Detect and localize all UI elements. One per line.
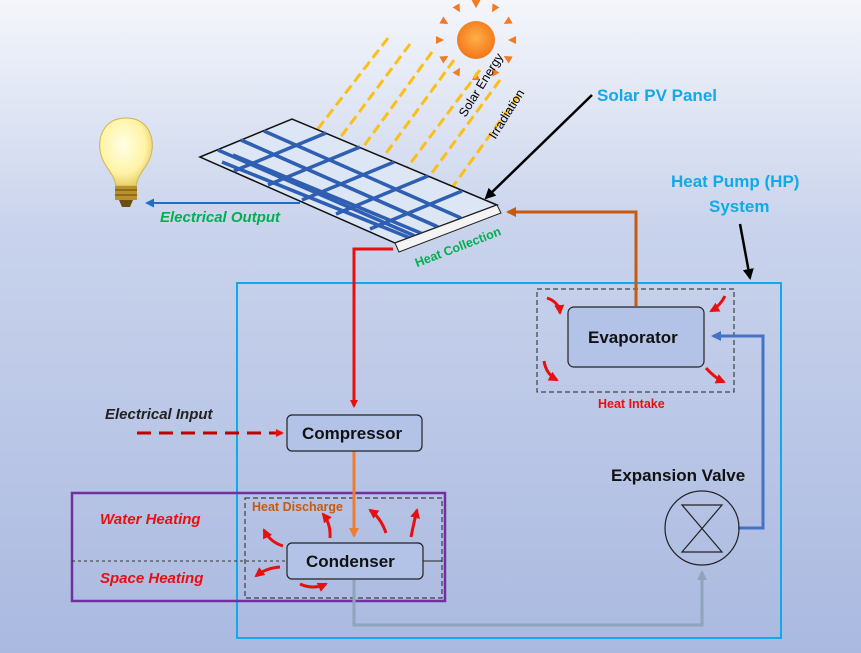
water-heating-label: Water Heating <box>100 511 201 528</box>
electrical-output-label: Electrical Output <box>160 209 281 226</box>
hp-label-pointer <box>738 223 754 280</box>
heat-discharge-label: Heat Discharge <box>252 500 344 514</box>
heat-pump-system-box <box>236 282 782 639</box>
pipe-collection-to-compressor <box>350 247 393 408</box>
heat-intake-arrows <box>542 295 727 384</box>
heat-intake-label: Heat Intake <box>598 397 665 411</box>
solar-pv-panel-label: Solar PV Panel <box>597 86 717 105</box>
heat-pump-label-line2: System <box>709 197 770 216</box>
heating-output-box <box>70 491 447 603</box>
pipe-condenser-to-valve <box>352 570 707 627</box>
expansion-valve-label: Expansion Valve <box>611 466 746 485</box>
pipe-evaporator-to-collection <box>506 207 638 306</box>
heat-discharge-region <box>244 497 443 599</box>
heat-pump-label-line1: Heat Pump (HP) <box>671 172 800 191</box>
expansion-valve-icon <box>664 490 740 566</box>
condenser-label: Condenser <box>306 552 395 571</box>
pv-label-pointer <box>484 94 593 200</box>
space-heating-label: Space Heating <box>100 570 204 587</box>
pipe-valve-to-evaporator <box>711 331 765 530</box>
compressor-box <box>286 414 423 452</box>
heat-discharge-arrows <box>254 508 420 592</box>
compressor-label: Compressor <box>302 424 403 443</box>
light-bulb-icon <box>99 117 153 207</box>
sun-icon <box>436 0 516 80</box>
evaporator-box <box>567 306 705 368</box>
evaporator-label: Evaporator <box>588 328 678 347</box>
solar-panel-icon <box>198 118 502 253</box>
electrical-input-label: Electrical Input <box>105 406 213 423</box>
